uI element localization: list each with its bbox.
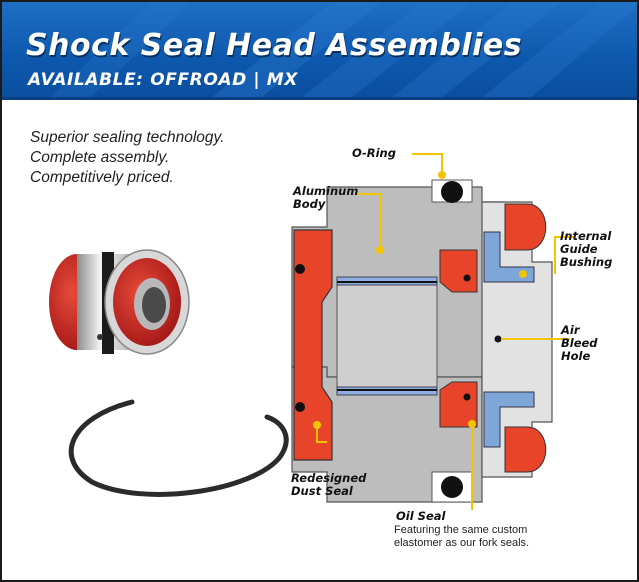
oil-seal-note: Featuring the same custom elastomer as o… bbox=[394, 524, 529, 550]
label-line: Hole bbox=[561, 349, 591, 363]
label-line: Aluminum bbox=[293, 184, 359, 198]
header-banner: Shock Seal Head Assemblies AVAILABLE: OF… bbox=[2, 2, 637, 105]
label-air-bleed-hole: Air Bleed Hole bbox=[561, 324, 598, 363]
feature-item: Competitively priced. bbox=[30, 169, 174, 186]
label-line: Air bbox=[561, 323, 580, 337]
feature-item: Superior sealing technology. bbox=[30, 129, 225, 146]
label-line: Redesigned bbox=[291, 471, 367, 485]
label-line: Guide bbox=[560, 242, 598, 256]
label-line: Internal bbox=[560, 229, 612, 243]
note-line: elastomer as our fork seals. bbox=[394, 537, 530, 549]
feature-item: Complete assembly. bbox=[30, 149, 170, 166]
label-aluminum-body: Aluminum Body bbox=[293, 185, 358, 211]
label-line: Body bbox=[293, 197, 326, 211]
page-title: Shock Seal Head Assemblies bbox=[26, 28, 523, 63]
cross-section-diagram bbox=[291, 153, 575, 510]
label-line: Bushing bbox=[560, 255, 613, 269]
label-o-ring: O-Ring bbox=[352, 146, 396, 160]
label-line: Dust Seal bbox=[291, 484, 353, 498]
note-line: Featuring the same custom bbox=[394, 524, 528, 536]
header-rays-decoration bbox=[42, 2, 637, 105]
feature-list: Superior sealing technology. Complete as… bbox=[30, 128, 224, 188]
seal-head-photo bbox=[49, 249, 289, 497]
header-white-stripe bbox=[2, 100, 637, 105]
label-redesigned-dust-seal: Redesigned Dust Seal bbox=[291, 472, 366, 498]
page-subtitle: AVAILABLE: OFFROAD | MX bbox=[28, 70, 298, 90]
label-line: Bleed bbox=[561, 336, 598, 350]
header-dark-stripe bbox=[2, 97, 637, 100]
label-internal-guide-bushing: Internal Guide Bushing bbox=[560, 230, 612, 269]
label-oil-seal: Oil Seal bbox=[396, 509, 446, 523]
